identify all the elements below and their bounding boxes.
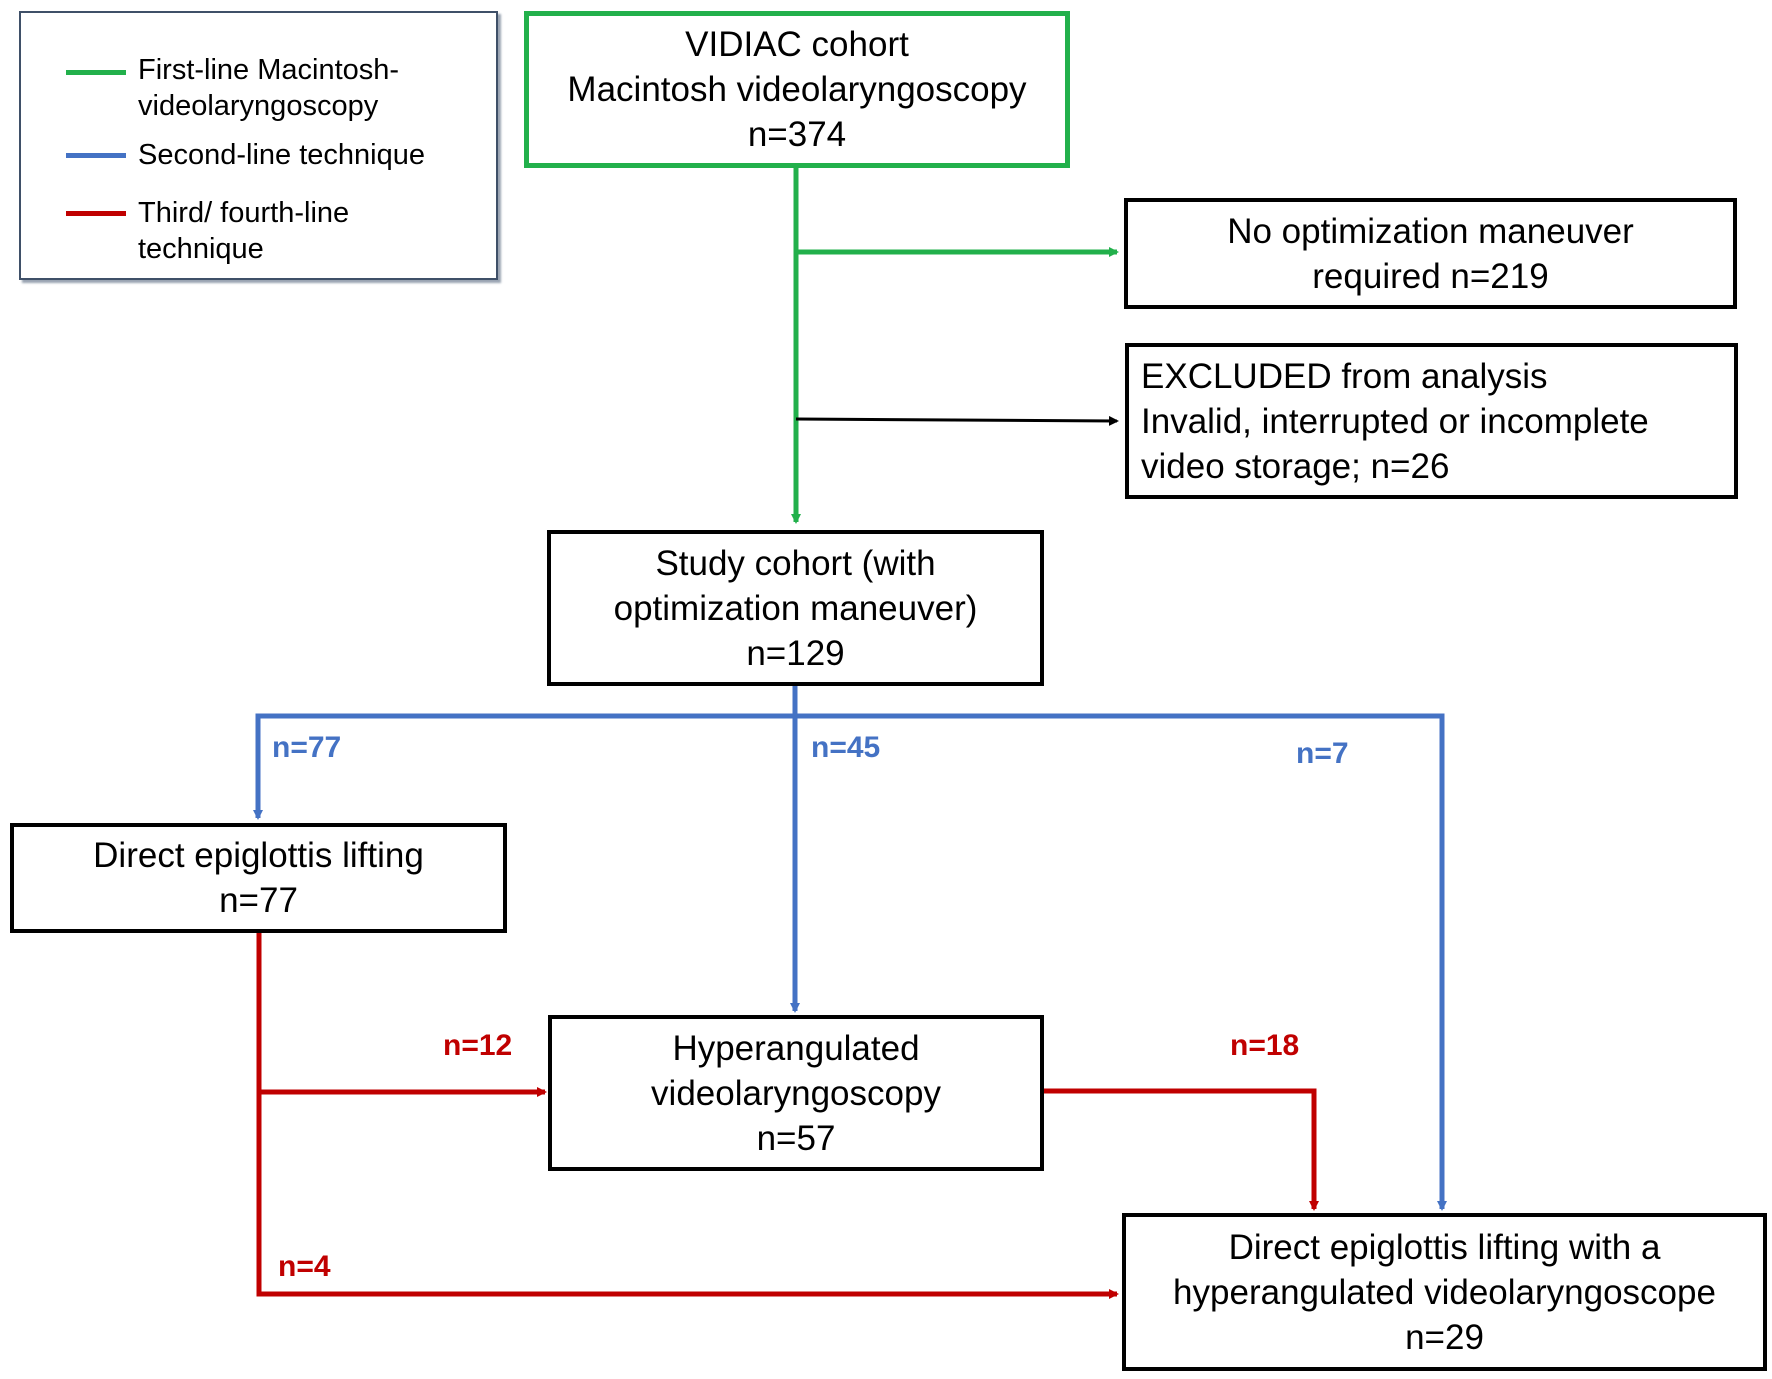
hyper-to-combined-arrow	[1041, 1088, 1319, 1211]
legend-swatch-first-line	[66, 70, 126, 75]
label-to-hyperangulated: n=45	[811, 731, 881, 764]
label-hyper-to-combined: n=18	[1230, 1029, 1300, 1062]
box-excluded: EXCLUDED from analysis Invalid, interrup…	[1125, 343, 1738, 499]
label-to-direct: n=77	[272, 731, 342, 764]
box-no-optimization: No optimization maneuver required n=219	[1124, 198, 1737, 309]
legend-swatch-second-line	[66, 153, 126, 158]
legend-label-second-line: Second-line technique	[138, 139, 425, 171]
box-direct-epiglottis-lifting: Direct epiglottis lifting n=77	[10, 823, 507, 933]
vidiac-to-excluded-arrow	[795, 415, 1119, 426]
study-to-combined-arrow	[795, 713, 1447, 1211]
direct-to-hyper-arrow	[256, 929, 547, 1097]
legend-label-first-line: First-line Macintosh- videolaryngoscopy	[138, 54, 400, 122]
legend-label-third-fourth-line: Third/ fourth-line technique	[138, 197, 350, 265]
legend: First-line Macintosh- videolaryngoscopy …	[19, 11, 498, 280]
box-vidiac-cohort: VIDIAC cohort Macintosh videolaryngoscop…	[524, 11, 1070, 168]
box-study-cohort: Study cohort (with optimization maneuver…	[547, 530, 1044, 686]
label-direct-to-hyper: n=12	[443, 1029, 513, 1062]
label-to-combined-blue: n=7	[1296, 737, 1349, 770]
legend-swatch-third-fourth-line	[66, 211, 126, 216]
box-combined-technique: Direct epiglottis lifting with a hyperan…	[1122, 1213, 1767, 1371]
box-hyperangulated-videolaryngoscopy: Hyperangulated videolaryngoscopy n=57	[548, 1015, 1044, 1171]
direct-to-combined-arrow	[256, 1092, 1119, 1299]
label-direct-to-combined: n=4	[278, 1250, 331, 1283]
